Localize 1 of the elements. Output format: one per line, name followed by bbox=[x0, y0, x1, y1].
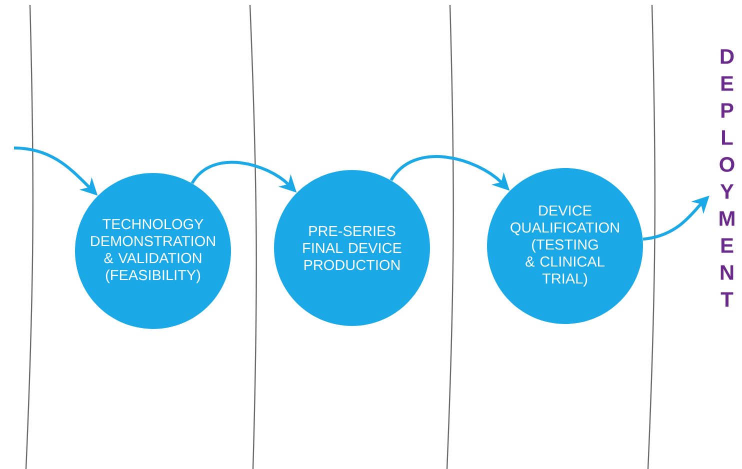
stage-label: DEPLOYMENT bbox=[720, 49, 734, 307]
